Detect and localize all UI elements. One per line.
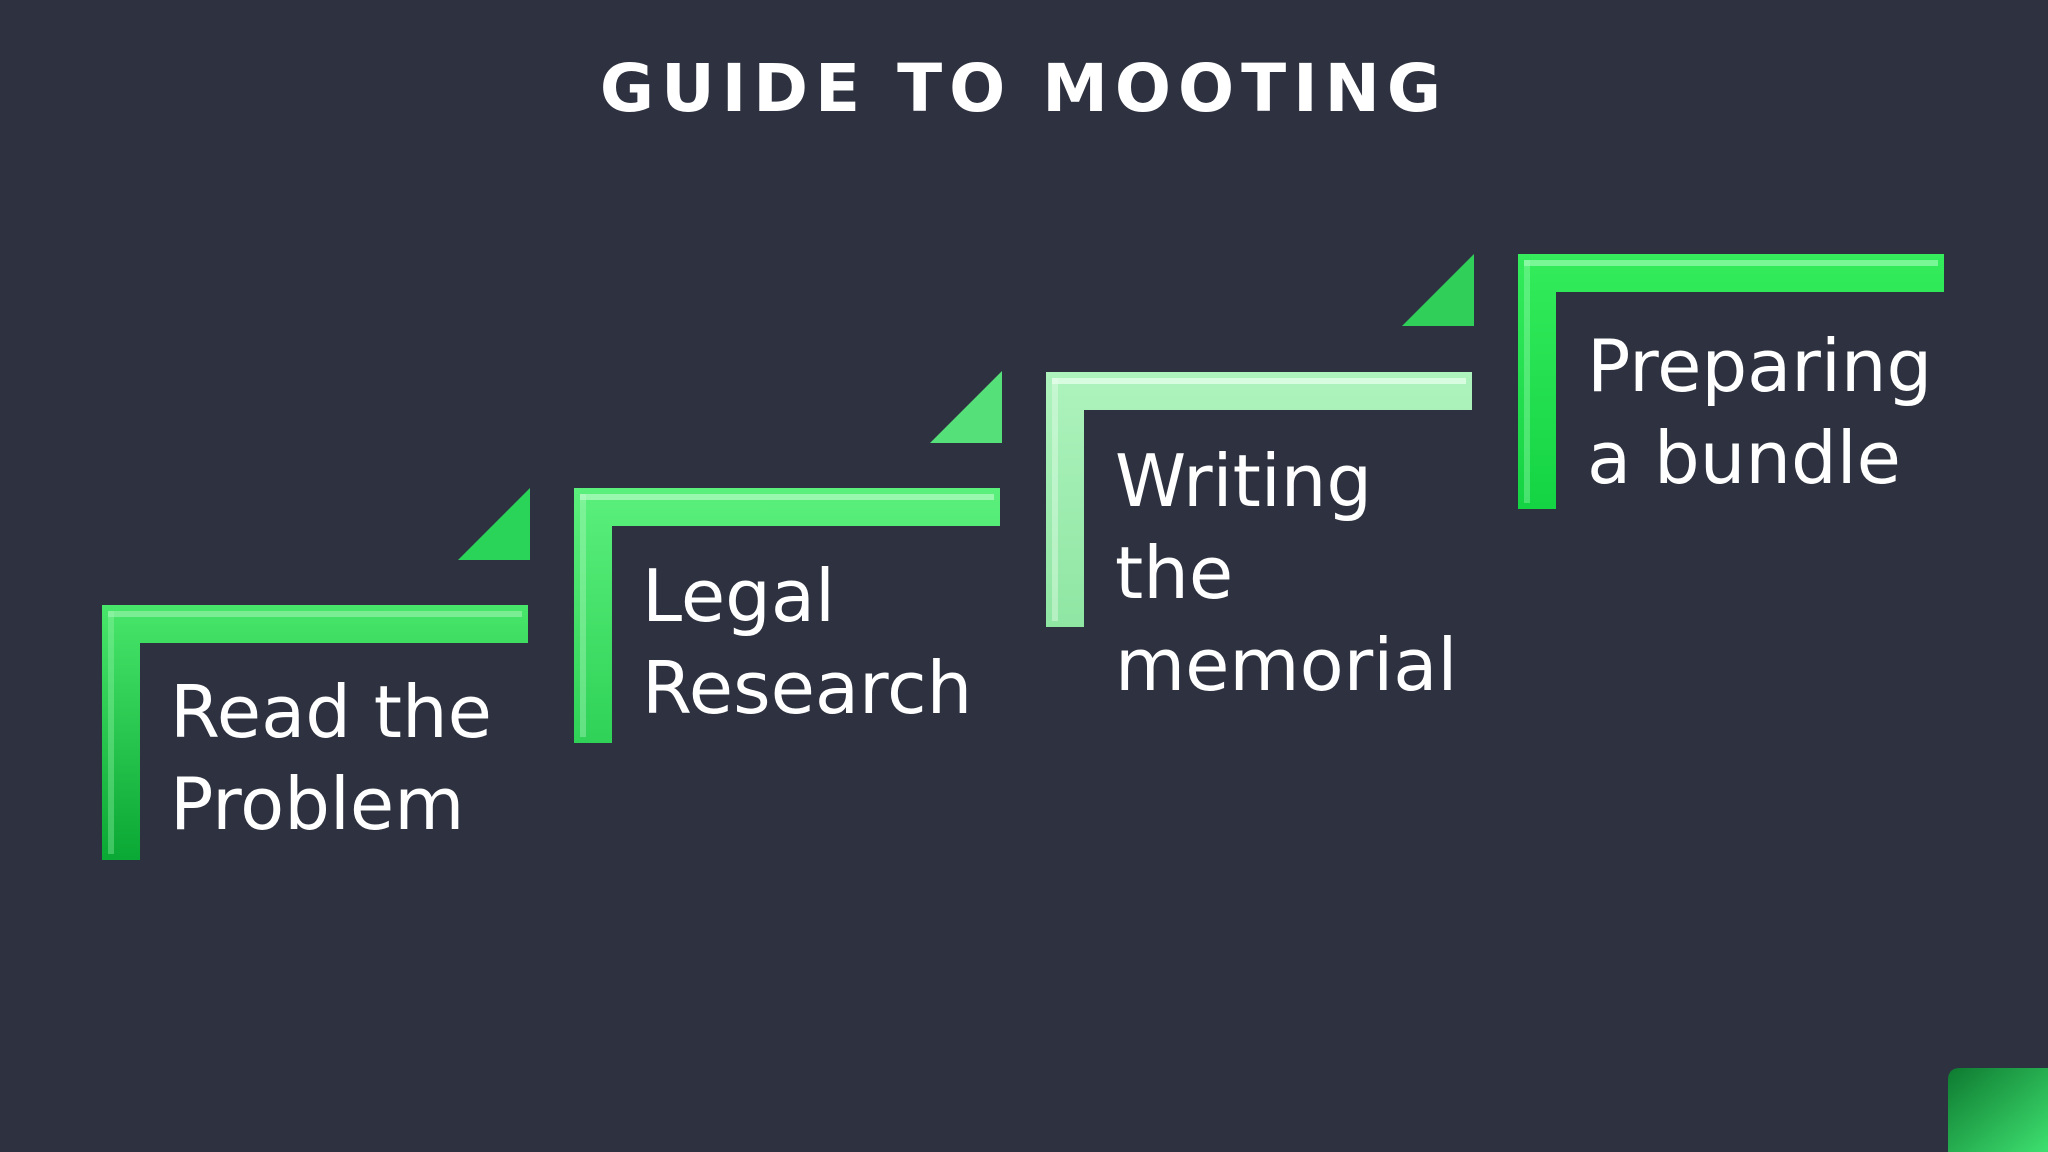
step-2-bracket	[574, 371, 1002, 743]
step-4-label: Preparing a bundle	[1587, 324, 1933, 500]
step-2-arrow-tip	[930, 371, 1002, 443]
step-4-bracket	[1518, 254, 1944, 509]
step-1-bracket	[102, 488, 530, 860]
slide-title: GUIDE TO MOOTING	[599, 50, 1449, 127]
step-1-arrow-tip	[458, 488, 530, 560]
step-3-arrow-tip	[1402, 254, 1474, 326]
corner-accent	[1948, 1068, 2048, 1152]
step-3-label: Writing the memorial	[1115, 439, 1458, 707]
step-1-label: Read the Problem	[170, 670, 492, 846]
step-2-label: Legal Research	[642, 554, 973, 730]
step-3-bracket	[1046, 254, 1474, 627]
